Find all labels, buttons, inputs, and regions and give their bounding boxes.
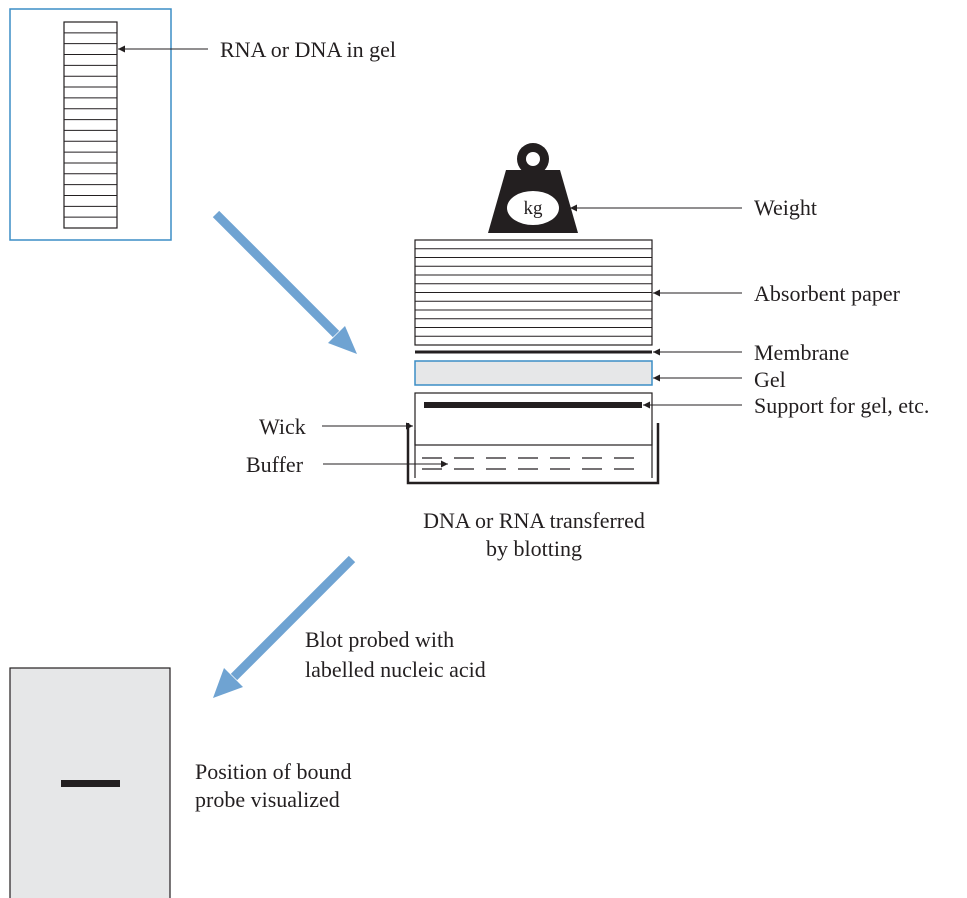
absorbent-paper-label: Absorbent paper (754, 281, 901, 306)
buffer-label: Buffer (246, 452, 304, 477)
probe-caption-line2: labelled nucleic acid (305, 657, 486, 682)
buffer-tray (406, 392, 660, 485)
gel-slab (414, 360, 653, 386)
probe-band (61, 780, 120, 787)
wick-label: Wick (259, 414, 306, 439)
support-label: Support for gel, etc. (754, 393, 929, 418)
gel-panel (9, 8, 172, 241)
weight-kg-label: kg (524, 198, 544, 219)
transfer-caption-line2: by blotting (486, 536, 582, 561)
flow-arrow-2 (213, 555, 356, 698)
visualized-caption-line1: Position of bound (195, 759, 351, 784)
gel-lane (63, 21, 118, 229)
membrane-result-panel (9, 667, 171, 898)
transfer-caption-line1: DNA or RNA transferred (423, 508, 645, 533)
gel-support (414, 392, 653, 446)
rna-dna-in-gel-label: RNA or DNA in gel (220, 37, 396, 62)
absorbent-paper-stack (414, 239, 653, 346)
probe-caption-line1: Blot probed with (305, 627, 454, 652)
membrane-label: Membrane (754, 340, 849, 365)
visualized-caption-line2: probe visualized (195, 787, 340, 812)
tray (406, 423, 660, 485)
weight-label: Weight (754, 195, 817, 220)
gel-label: Gel (754, 367, 786, 392)
weight-icon: kg (488, 143, 578, 233)
flow-arrow-1 (212, 210, 357, 354)
